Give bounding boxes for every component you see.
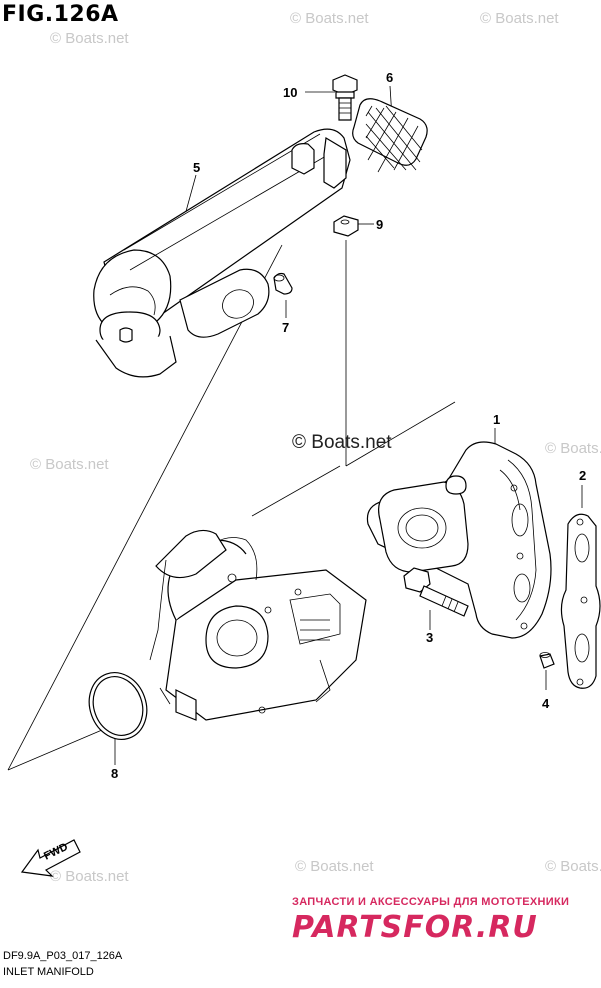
callout-7: 7	[282, 320, 289, 335]
watermark: © Boats.net	[295, 858, 374, 875]
callout-1: 1	[493, 412, 500, 427]
intake-silencer-part-5	[93, 128, 351, 378]
nut-part-9	[333, 215, 359, 237]
forward-arrow-icon: FWD	[20, 839, 81, 877]
figure-caption: INLET MANIFOLD	[3, 966, 94, 978]
leader-lines	[7, 85, 583, 771]
bolt-part-3	[403, 567, 469, 617]
watermark: © Boats.net	[50, 30, 129, 47]
watermark: © Boats.net	[545, 858, 601, 875]
o-ring-part-8	[88, 672, 148, 740]
watermark: © Boats.net	[50, 868, 129, 885]
inlet-manifold-part-1	[366, 441, 552, 639]
watermark: © Boats.net	[290, 10, 369, 27]
pin-part-7	[273, 272, 293, 295]
figure-code: DF9.9A_P03_017_126A	[3, 950, 123, 962]
gasket-part-2	[560, 513, 601, 689]
callout-6: 6	[386, 70, 393, 85]
callout-5: 5	[193, 160, 200, 175]
callout-9: 9	[376, 217, 383, 232]
figure-title: FIG.126A	[2, 2, 119, 27]
callout-10: 10	[283, 85, 297, 100]
promo-text: ЗАПЧАСТИ И АКСЕССУАРЫ ДЛЯ МОТОТЕХНИКИ	[292, 896, 570, 908]
watermark: © Boats.net	[30, 456, 109, 473]
promo-logo: PARTSFOR.RU	[292, 910, 538, 945]
watermark: © Boats.net	[480, 10, 559, 27]
mesh-screen-part-6	[352, 98, 428, 173]
callout-4: 4	[542, 696, 550, 711]
callout-3: 3	[426, 630, 433, 645]
callout-labels: 1 2 3 4 5 6 7 8 9 10	[111, 70, 586, 781]
callout-8: 8	[111, 766, 118, 781]
callout-2: 2	[579, 468, 586, 483]
carburetor-assembly	[149, 529, 367, 721]
watermark: © Boats.net	[545, 440, 601, 457]
watermark-center: © Boats.net	[292, 432, 392, 453]
bolt-part-10	[332, 74, 358, 121]
dowel-pin-part-4	[539, 652, 555, 669]
